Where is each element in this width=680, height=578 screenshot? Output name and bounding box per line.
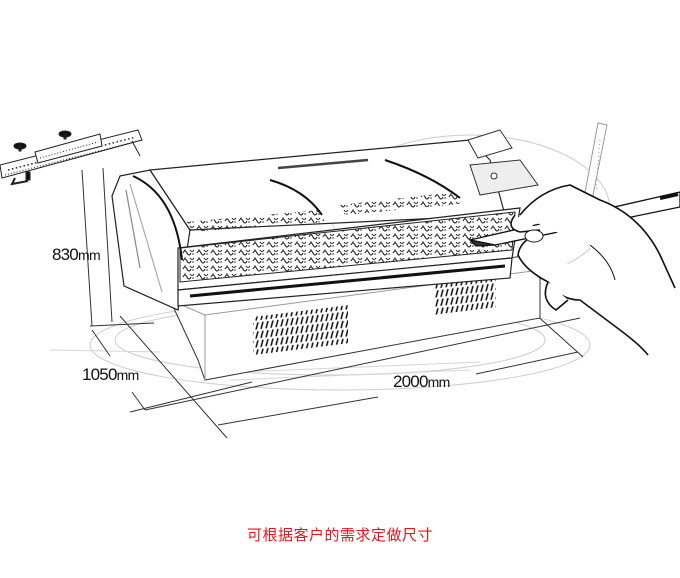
vent-grille-left [253, 305, 348, 355]
display-tray-front [179, 211, 516, 283]
width-dimension-lines [144, 312, 584, 426]
floor-ruler-faint [49, 349, 481, 381]
width-dimension-label: 2000mm [393, 373, 450, 390]
width-unit: mm [427, 374, 451, 390]
depth-value: 1050 [82, 365, 117, 384]
display-tray-back-right [340, 192, 460, 215]
height-dimension-lines [81, 167, 155, 327]
glass-sneeze-guards [132, 159, 461, 261]
caliper-icon [0, 129, 143, 186]
top-light-strip [277, 158, 369, 170]
depth-dimension-label: 1050mm [82, 366, 139, 383]
height-unit: mm [77, 247, 101, 263]
depth-unit: mm [116, 367, 140, 383]
display-tray-back-left [185, 210, 325, 232]
side-bracket [467, 129, 539, 196]
height-dimension-label: 830mm [52, 245, 101, 264]
hand-sketch [510, 184, 676, 356]
width-value: 2000 [393, 372, 428, 391]
front-rail [189, 264, 506, 298]
depth-dimension-lines [91, 315, 253, 439]
custom-size-caption: 可根据客户的需求定做尺寸 [246, 526, 433, 544]
height-value: 830 [52, 245, 79, 264]
vent-grille-right [434, 277, 496, 315]
